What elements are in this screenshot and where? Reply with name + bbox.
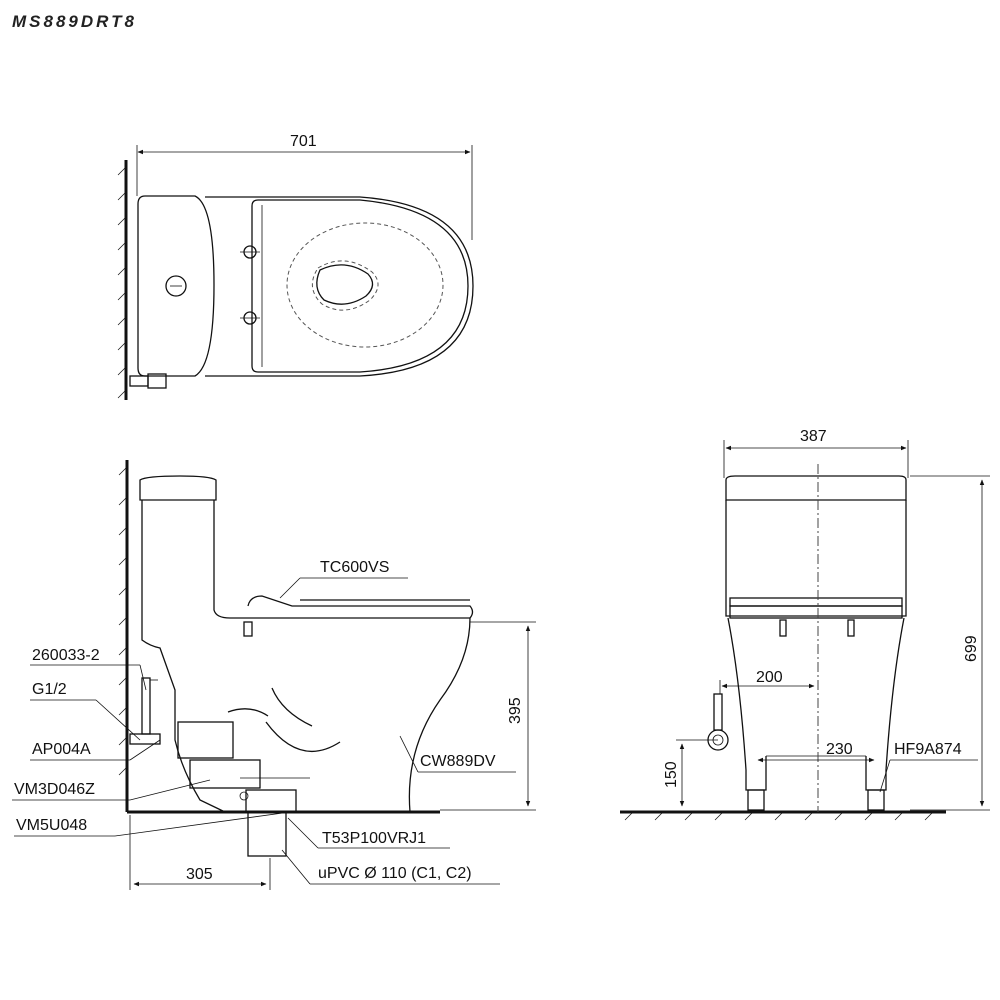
dim-width-front: 387	[800, 428, 827, 445]
side-wall-hatch	[118, 466, 128, 776]
floor-hatch	[624, 811, 934, 821]
dim-length-top: 701	[290, 133, 317, 150]
dim-supply-height: 150	[663, 761, 680, 788]
front-view: 387 699 200 230 150	[620, 428, 990, 821]
top-view: 701	[117, 133, 474, 400]
dim-rim-height: 395	[507, 697, 524, 724]
label-hose: 260033-2	[32, 647, 100, 664]
dim-outlet-spacing: 230	[826, 741, 853, 758]
model-code: MS889DRT8	[12, 12, 137, 31]
wall-hatch	[117, 166, 127, 399]
side-view: 395 305 TC600VS 260033-2 G1/2 AP004A VM3…	[12, 460, 536, 890]
label-stop-valve: AP004A	[32, 741, 91, 758]
label-bolt: HF9A874	[894, 741, 962, 758]
dim-rough-in: 305	[186, 866, 213, 883]
label-thread: G1/2	[32, 681, 67, 698]
dim-height-total: 699	[963, 635, 980, 662]
label-flange: VM3D046Z	[14, 781, 95, 798]
label-seat: TC600VS	[320, 559, 389, 576]
flush-button-icon	[165, 275, 187, 297]
label-adapter: T53P100VRJ1	[322, 830, 426, 847]
label-drain-pipe: uPVC Ø 110 (C1, C2)	[318, 865, 472, 882]
label-bowl: CW889DV	[420, 753, 496, 770]
label-floor-flange: VM5U048	[16, 817, 87, 834]
dim-supply-offset: 200	[756, 669, 783, 686]
